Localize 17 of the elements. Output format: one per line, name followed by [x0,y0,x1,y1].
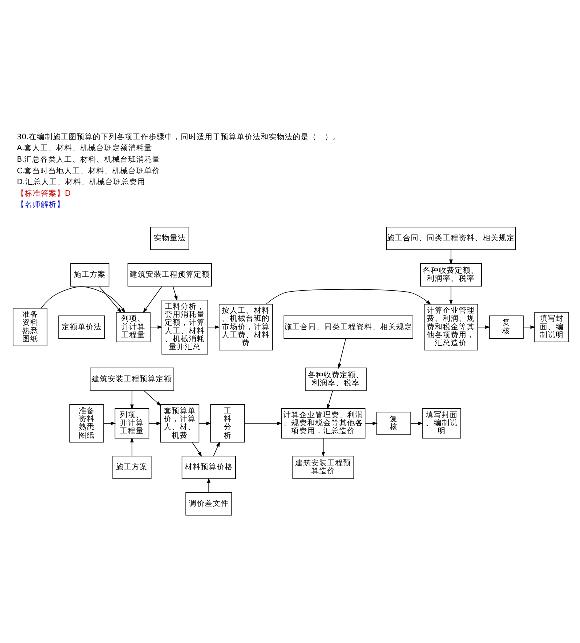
arrow [207,478,211,493]
arrow [213,441,220,456]
arrow [41,286,126,313]
arrow [327,390,334,410]
arrow [449,249,453,264]
arrow [449,286,453,305]
arrow [172,286,178,301]
arrow [192,442,202,456]
arrow [143,286,163,313]
arrow [244,421,282,425]
arrow [144,390,162,406]
arrow [130,437,134,456]
arrow [322,438,326,457]
arrow [98,286,122,313]
arrow [130,390,134,410]
arrow [266,288,432,304]
arrow [338,338,346,369]
